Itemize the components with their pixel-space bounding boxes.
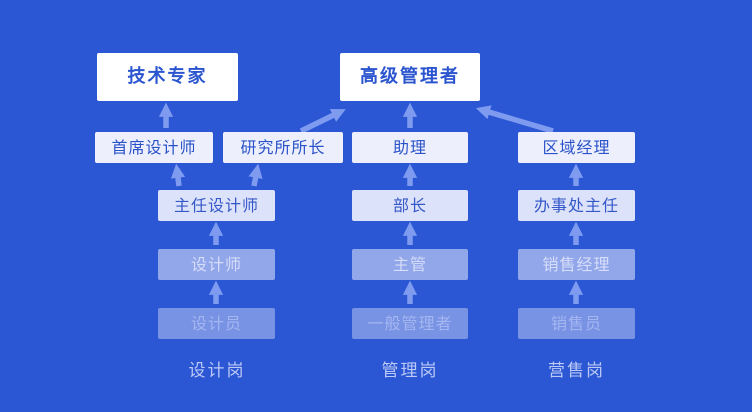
- node-designer: 设计师: [158, 249, 275, 280]
- node-sales-manager: 销售经理: [518, 249, 635, 280]
- track-label-design: 设计岗: [188, 360, 246, 381]
- arrow-director-designer-to-institute-director: [248, 163, 263, 187]
- track-label-sales: 营售岗: [548, 360, 605, 381]
- arrow-institute-director-to-senior-manager: [299, 109, 346, 134]
- node-institute-director: 研究所所长: [223, 132, 343, 163]
- node-salesperson: 销售员: [518, 308, 635, 339]
- node-regional-manager: 区域经理: [518, 132, 635, 163]
- node-general-manager: 一般管理者: [352, 308, 468, 339]
- node-director-designer: 主任设计师: [158, 190, 275, 221]
- node-senior-manager: 高级管理者: [340, 53, 480, 101]
- node-minister: 部长: [352, 190, 468, 221]
- node-assistant: 助理: [352, 132, 468, 163]
- node-draftsman: 设计员: [158, 308, 275, 339]
- track-label-management: 管理岗: [381, 360, 439, 381]
- arrow-director-designer-to-chief-designer: [170, 163, 186, 187]
- node-chief-designer: 首席设计师: [95, 132, 213, 163]
- node-office-director: 办事处主任: [518, 190, 635, 221]
- arrow-regional-manager-to-senior-manager: [475, 105, 554, 134]
- node-supervisor: 主管: [352, 249, 468, 280]
- node-tech-expert: 技术专家: [97, 53, 238, 101]
